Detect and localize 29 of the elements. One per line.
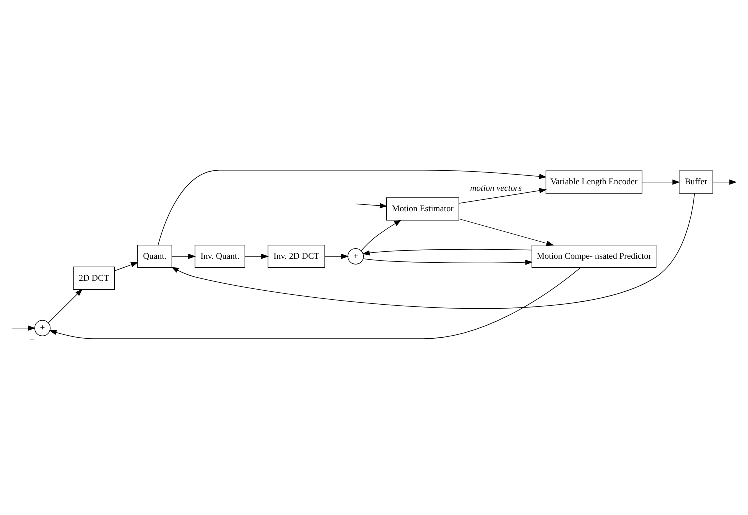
- arrow: [713, 179, 738, 184]
- node-circle: +: [348, 248, 364, 264]
- node-box: Motion Compe- nsated Predictor: [532, 244, 657, 268]
- node-circle: +: [34, 320, 51, 336]
- arrow: [642, 179, 680, 184]
- node-box: Quant.: [138, 244, 172, 268]
- arrow: [172, 253, 196, 259]
- arrow: [324, 253, 349, 259]
- arrow: [361, 220, 402, 251]
- node-box: Inv. 2D DCT: [268, 244, 326, 268]
- node-box: Motion Estimator: [386, 197, 460, 220]
- arrow: [114, 262, 139, 271]
- arrow: [158, 170, 547, 246]
- arrow: [362, 248, 532, 256]
- arrow: [171, 192, 696, 309]
- node-box: Buffer: [679, 170, 714, 194]
- arrow: [244, 253, 270, 259]
- node-box: 2D DCT: [73, 266, 116, 290]
- arrow: [356, 202, 388, 208]
- arrow: [48, 288, 83, 323]
- edge-label: motion vectors: [470, 182, 522, 193]
- node-box: Variable Length Encoder: [546, 170, 643, 194]
- arrow: [12, 325, 36, 330]
- arrow: [363, 258, 534, 265]
- arrow: [49, 267, 582, 339]
- node-box: Inv. Quant.: [194, 244, 246, 268]
- node-label: −: [30, 334, 35, 345]
- arrow: [458, 188, 548, 204]
- arrow: [458, 218, 554, 246]
